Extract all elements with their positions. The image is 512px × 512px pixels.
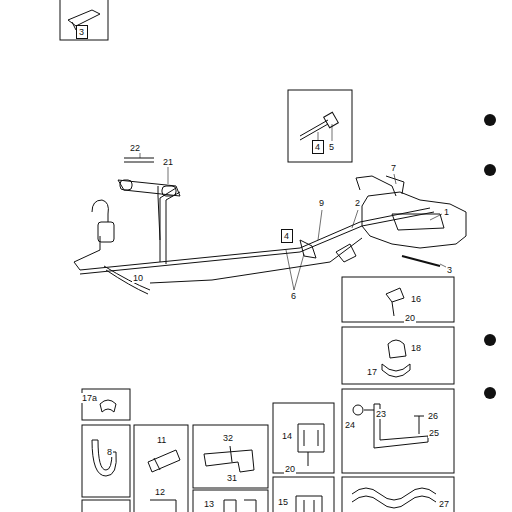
callout-number: 31 — [226, 473, 238, 483]
screw — [414, 416, 424, 434]
boxed-callout: 3 — [76, 25, 88, 39]
inset-frame — [342, 327, 454, 384]
fuel-line — [80, 208, 430, 270]
leader-line — [318, 124, 332, 141]
callout-number: 2 — [354, 198, 361, 208]
fuel-line — [74, 236, 100, 270]
fuel-line — [166, 192, 180, 264]
clip-part — [382, 364, 410, 377]
callout-number: 8 — [106, 447, 113, 457]
callout-number: 32 — [222, 433, 234, 443]
inset-frame — [82, 389, 130, 420]
leader-line — [132, 152, 448, 290]
clip-part — [148, 450, 180, 472]
inset-frame — [273, 477, 334, 512]
callout-number: 5 — [328, 142, 335, 152]
clip-part — [386, 288, 404, 316]
line-clip — [300, 240, 316, 258]
hose — [106, 270, 148, 294]
fuel-tank — [362, 192, 466, 248]
callout-number: 17a — [81, 393, 98, 403]
hose-clamp — [352, 488, 436, 508]
fuel-pump — [120, 180, 132, 190]
clip-part — [296, 496, 322, 512]
inset-frame — [288, 90, 352, 162]
fuel-pump — [162, 186, 176, 196]
bracket — [118, 180, 180, 196]
callout-number: 26 — [427, 411, 439, 421]
union-nut — [324, 112, 339, 127]
callout-number: 9 — [318, 198, 325, 208]
bracket — [204, 446, 254, 472]
clip-part — [298, 424, 324, 466]
callout-number: 18 — [410, 343, 422, 353]
boxed-callout: 4 — [281, 229, 293, 243]
inset-frame — [60, 0, 108, 40]
inset-frame — [342, 477, 454, 512]
strap — [364, 404, 428, 448]
inset-frame — [342, 389, 454, 473]
callout-number: 13 — [203, 499, 215, 509]
callout-number: 25 — [428, 428, 440, 438]
callout-number: 17 — [366, 367, 378, 377]
hose — [104, 266, 150, 290]
callout-number: 20 — [284, 464, 296, 474]
inset-frame — [193, 490, 268, 512]
callout-number: 23 — [375, 409, 387, 419]
rubber-strip — [402, 256, 440, 266]
fuel-filter — [98, 222, 114, 242]
fuel-line — [80, 212, 434, 274]
clip-part — [224, 500, 256, 512]
callout-number: 27 — [438, 499, 450, 509]
pipe — [300, 124, 328, 140]
callout-number: 3 — [79, 27, 85, 37]
clip-part — [92, 440, 116, 476]
callout-number: 15 — [277, 497, 289, 507]
inset-frame — [273, 403, 334, 473]
callout-number: 21 — [162, 157, 174, 167]
callout-number: 10 — [132, 273, 144, 283]
callout-number: 12 — [154, 487, 166, 497]
boxed-callout: 4 — [312, 140, 324, 154]
callout-number: 11 — [156, 435, 167, 445]
inset-frame — [82, 425, 130, 497]
inset-frame — [193, 425, 268, 488]
margin-bullet — [484, 114, 496, 126]
inset-frame — [134, 425, 188, 512]
bracket-leg — [158, 186, 160, 240]
callout-number: 14 — [281, 431, 293, 441]
return-line — [150, 238, 362, 283]
pipe — [300, 120, 328, 136]
callout-number: 4 — [315, 142, 321, 152]
callout-number: 7 — [390, 163, 397, 173]
tank-plate — [392, 214, 444, 230]
line-clip — [336, 244, 356, 262]
callout-number: 22 — [129, 143, 141, 153]
callout-number: 24 — [344, 420, 356, 430]
margin-bullet — [484, 334, 496, 346]
nut — [353, 405, 363, 415]
grommet — [388, 340, 406, 358]
callout-number: 4 — [284, 231, 290, 241]
margin-bullet — [484, 164, 496, 176]
clip-part — [100, 400, 116, 412]
margin-bullet — [484, 387, 496, 399]
callout-number: 6 — [290, 291, 297, 301]
callout-number: 16 — [410, 294, 422, 304]
callout-number: 20 — [404, 313, 416, 323]
callout-number: 3 — [446, 265, 453, 275]
clip-part — [150, 500, 176, 512]
strip — [124, 158, 154, 162]
fuel-hose — [92, 200, 108, 222]
inset-frame — [82, 500, 130, 512]
filler-neck — [356, 176, 396, 196]
inset-frame — [342, 277, 454, 322]
callout-number: 1 — [443, 207, 450, 217]
